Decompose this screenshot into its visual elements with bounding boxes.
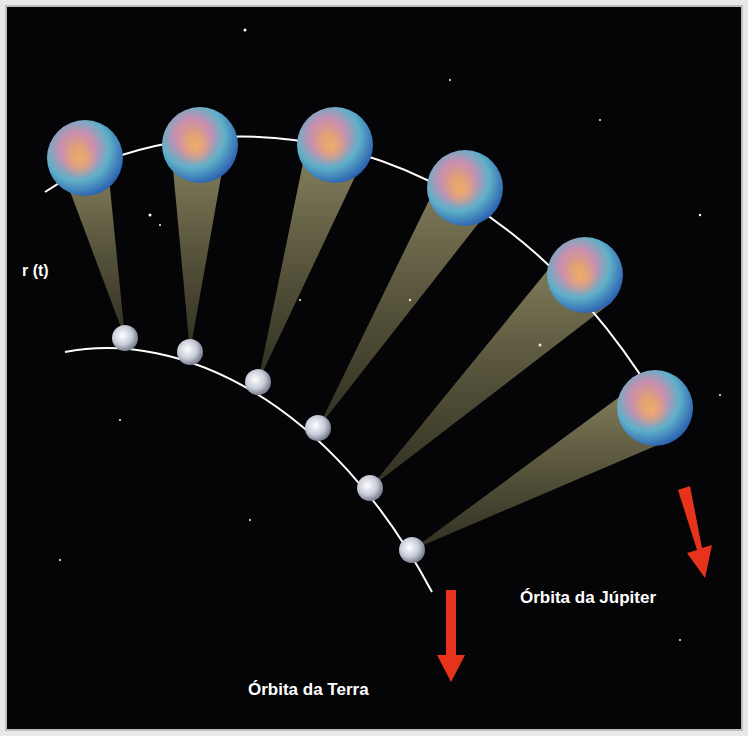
stars — [59, 29, 721, 642]
red-arrows — [437, 486, 712, 682]
space-background — [6, 6, 742, 730]
jupiter-planets — [47, 107, 693, 446]
orbit-label: Órbita da Júpiter — [520, 588, 656, 608]
earth-planets — [112, 325, 425, 563]
orbit-label: r (t) — [22, 262, 49, 280]
light-cones — [62, 158, 660, 550]
orbit-label: Órbita da Terra — [248, 680, 369, 700]
earth-orbit — [65, 348, 432, 592]
jupiter-orbit — [45, 137, 668, 420]
